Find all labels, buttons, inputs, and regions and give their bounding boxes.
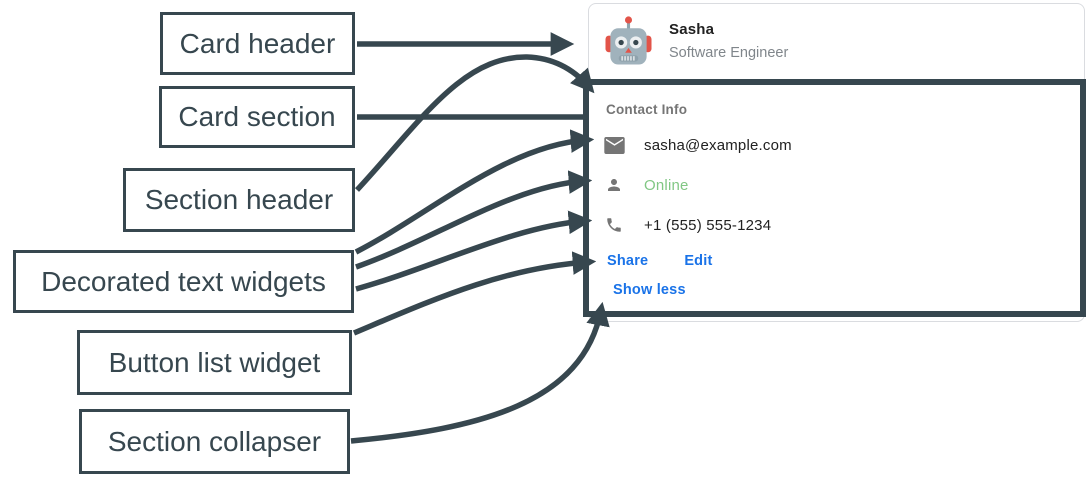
label-text: Decorated text widgets xyxy=(41,265,326,297)
share-button[interactable]: Share xyxy=(607,253,649,269)
label-section-header: Section header xyxy=(123,168,355,232)
label-text: Button list widget xyxy=(108,346,321,378)
contact-card: Sasha Software Engineer xyxy=(588,3,1085,322)
label-card-section: Card section xyxy=(159,86,355,148)
card-header: Sasha Software Engineer xyxy=(605,15,788,67)
arrow-section-header xyxy=(354,54,595,192)
decorated-text-value: sasha@example.com xyxy=(644,136,792,154)
label-text: Card section xyxy=(178,101,336,132)
decorated-text-value: +1 (555) 555-1234 xyxy=(644,216,772,234)
label-text: Card header xyxy=(179,27,336,59)
decorated-text-status: Online xyxy=(603,175,689,195)
label-section-collapser: Section collapser xyxy=(79,409,350,474)
card-header-text: Sasha Software Engineer xyxy=(669,22,788,61)
decorated-text-email: sasha@example.com xyxy=(603,135,792,155)
arrow-button-list xyxy=(352,251,597,336)
person-icon xyxy=(603,175,625,195)
edit-button[interactable]: Edit xyxy=(684,253,713,269)
arrow-decorated-text-3 xyxy=(355,210,593,292)
label-text: Section header xyxy=(144,184,334,215)
phone-icon xyxy=(603,215,625,235)
label-decorated-text-widgets: Decorated text widgets xyxy=(13,250,354,313)
section-collapser-button[interactable]: Show less xyxy=(613,282,686,298)
robot-avatar-icon xyxy=(605,16,652,65)
section-header: Contact Info xyxy=(606,102,688,117)
label-card-header: Card header xyxy=(160,12,355,75)
decorated-text-phone: +1 (555) 555-1234 xyxy=(603,215,771,235)
card-title: Sasha xyxy=(669,20,715,38)
label-button-list-widget: Button list widget xyxy=(77,330,352,395)
arrow-decorated-text-2 xyxy=(355,170,593,270)
card-subtitle: Software Engineer xyxy=(669,44,789,61)
arrow-decorated-text-1 xyxy=(354,129,595,255)
decorated-text-value: Online xyxy=(644,176,689,194)
label-text: Section collapser xyxy=(107,425,322,457)
arrow-section-collapser xyxy=(350,301,610,444)
email-icon xyxy=(603,135,625,155)
card-section: Contact Info sasha@example.com Online xyxy=(583,79,1086,317)
button-list: Share Edit xyxy=(607,253,713,269)
